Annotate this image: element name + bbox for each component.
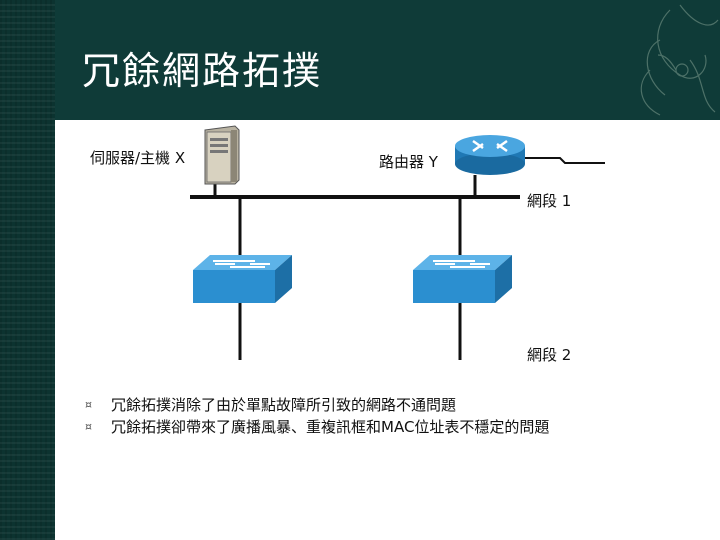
content-panel: 伺服器/主機 X 路由器 Y 網段 1 網段 2 ¤ 冗餘拓撲消除了由於單點故障… [55, 120, 720, 540]
segment2-label: 網段 2 [527, 346, 572, 364]
router-label: 路由器 Y [379, 153, 438, 171]
switch-icon [193, 255, 292, 303]
switch-icon [413, 255, 512, 303]
slide-title: 冗餘網路拓撲 [82, 49, 323, 93]
server-label: 伺服器/主機 X [90, 149, 186, 167]
bullet-icon: ¤ [85, 398, 92, 411]
bullet-list: ¤ 冗餘拓撲消除了由於單點故障所引致的網路不通問題 ¤ 冗餘拓撲卻帶來了廣播風暴… [85, 394, 549, 438]
list-item: ¤ 冗餘拓撲消除了由於單點故障所引致的網路不通問題 [85, 394, 549, 416]
router-icon [455, 135, 525, 175]
decorative-flourish-icon [640, 4, 719, 116]
bullet-text: 冗餘拓撲卻帶來了廣播風暴、重複訊框和MAC位址表不穩定的問題 [111, 418, 550, 436]
segment1-label: 網段 1 [527, 192, 572, 210]
router-wan-link [525, 157, 605, 164]
bullet-icon: ¤ [85, 420, 92, 433]
list-item: ¤ 冗餘拓撲卻帶來了廣播風暴、重複訊框和MAC位址表不穩定的問題 [85, 416, 549, 438]
network-diagram [190, 125, 605, 360]
server-icon [204, 125, 240, 185]
decorative-left-strip [0, 0, 55, 540]
bullet-text: 冗餘拓撲消除了由於單點故障所引致的網路不通問題 [111, 396, 457, 414]
